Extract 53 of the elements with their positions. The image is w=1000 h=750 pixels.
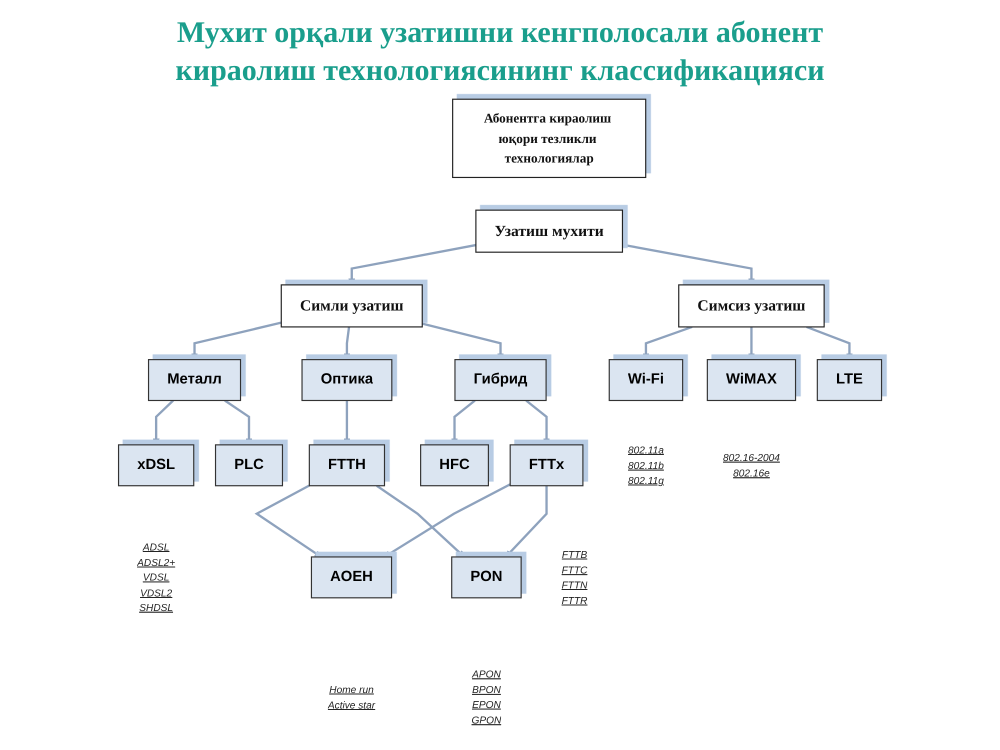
- node-label: FTTN: [562, 578, 588, 591]
- arrow: [152, 400, 174, 446]
- node-label: 802.16-2004: [723, 452, 780, 464]
- node-box: Узатиш мухити: [475, 210, 624, 253]
- node-box: FTTx: [510, 444, 584, 486]
- node-label: BPON: [472, 683, 501, 696]
- node-label: Home run: [329, 683, 374, 696]
- node-label: GPON: [472, 714, 502, 726]
- arrow: [344, 400, 350, 446]
- node-label: FTTR: [562, 594, 588, 606]
- arrow: [376, 484, 465, 558]
- title: Мухит орқали узатишни кенгполосали абонент кираолиш технологиясининг классификацияси: [174, 15, 826, 88]
- node-box: Абонентга кираолиш юқори тезликли технологиялар: [452, 98, 646, 178]
- node-label: ADSL: [142, 540, 170, 553]
- node-label: EPON: [472, 698, 501, 710]
- node-box: HFC: [420, 444, 489, 486]
- node-box: WiMAX: [706, 359, 796, 402]
- arrow: [344, 326, 350, 360]
- arrow: [422, 322, 504, 360]
- arrow: [505, 486, 548, 558]
- node-box: PON: [451, 556, 522, 598]
- arrow: [224, 400, 252, 446]
- node-label: 802.11b: [628, 459, 664, 471]
- node-box: Металл: [148, 359, 242, 402]
- node-label: FTTC: [562, 564, 588, 576]
- node-box: Симли узатиш: [280, 284, 423, 328]
- node-label: 802.11g: [628, 474, 664, 486]
- node-label: 802.11a: [628, 444, 664, 456]
- node-box: PLC: [214, 444, 284, 486]
- node-label: APON: [472, 668, 501, 680]
- arrow: [642, 326, 692, 360]
- node-label: VDSL: [142, 571, 170, 584]
- node-box: FTTH: [308, 444, 386, 486]
- arrow: [748, 326, 755, 360]
- arrow: [384, 483, 511, 558]
- node-label: FTTB: [562, 548, 588, 560]
- arrow: [806, 326, 853, 360]
- node-label: VDSL2: [140, 586, 172, 598]
- arrow: [191, 322, 282, 360]
- node-box: xDSL: [118, 444, 194, 486]
- node-box: AOEH: [310, 556, 392, 598]
- arrow: [525, 400, 550, 446]
- arrow: [622, 244, 755, 286]
- arrow: [451, 400, 476, 446]
- node-box: Wi-Fi: [608, 359, 684, 402]
- arrow: [348, 244, 476, 286]
- node-box: Симсиз узатиш: [678, 284, 825, 328]
- node-box: LTE: [816, 359, 882, 402]
- node-box: Оптика: [301, 359, 392, 402]
- arrow: [254, 484, 322, 558]
- node-label: SHDSL: [139, 602, 174, 614]
- node-box: Гибрид: [454, 359, 547, 402]
- node-label: 802.16e: [733, 466, 770, 479]
